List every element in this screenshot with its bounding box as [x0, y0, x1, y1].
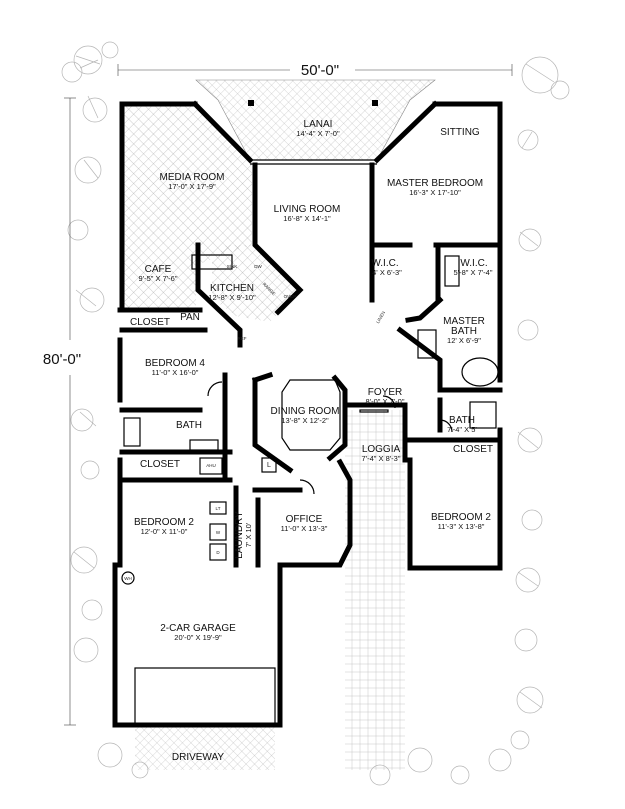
laundry-size: 7' X 10': [244, 522, 253, 547]
kitchen-floor: [212, 245, 300, 322]
bedroom2-left-name: BEDROOM 2: [134, 517, 194, 528]
shrub-cluster-left: [61, 41, 119, 663]
l-label: L: [267, 462, 271, 469]
ref-label: REF: [238, 336, 247, 341]
lt-label: LT: [216, 506, 221, 511]
laundry-name: LAUNDRY: [234, 511, 245, 559]
wic-right-size: 5'-8" X 7'-4": [453, 268, 492, 277]
exterior-walls: [112, 100, 503, 728]
wic-left-size: 4' X 6'-3": [372, 268, 402, 277]
wh-label: WH: [124, 576, 132, 581]
landscaping: [61, 41, 570, 786]
interior-walls: [117, 162, 503, 568]
lt-box: [209, 501, 227, 515]
driveway-name: DRIVEWAY: [172, 752, 225, 763]
closet-left-name: CLOSET: [140, 459, 180, 470]
linen-label: LINEN: [375, 310, 386, 324]
fixtures: SINK DW OVEN RANGE REF AHU LT W D WH LIN…: [121, 100, 499, 726]
garage-size: 20'-0" X 19'-9": [174, 633, 222, 642]
garage-door: [134, 667, 276, 726]
water-heater: [121, 571, 135, 585]
overall-depth-label: 80'-0": [43, 351, 81, 368]
overall-width-label: 50'-0": [301, 62, 339, 79]
closet-cafe-name: CLOSET: [130, 317, 170, 328]
lanai-name: LANAI: [304, 119, 333, 130]
media-room-size: 17'-0" X 17'-9": [168, 182, 216, 191]
shrub-cluster-front: [97, 742, 512, 786]
dining-room-name: DINING ROOM: [271, 406, 340, 417]
master-bedroom-size: 16'-3" X 17'-10": [409, 188, 461, 197]
bedroom2-right-name: BEDROOM 2: [431, 512, 491, 523]
loggia-floor: [345, 410, 405, 475]
loggia-name: LOGGIA: [362, 444, 401, 455]
oven-label: OVEN: [284, 294, 297, 299]
wic-shelf: [444, 255, 460, 287]
door-swing-bed4: [207, 381, 223, 397]
sitting-name: SITTING: [440, 127, 480, 138]
bath-right-size: 7'-4" X 5': [447, 425, 477, 434]
closet-right-name: CLOSET: [453, 444, 493, 455]
bedroom4-name: BEDROOM 4: [145, 358, 205, 369]
master-shower: [417, 329, 437, 359]
garage-name: 2-CAR GARAGE: [160, 623, 236, 634]
tub-left: [123, 417, 141, 447]
cafe-name: CAFE: [145, 264, 172, 275]
foyer-size: 8'-0" X 7'-0": [365, 397, 404, 406]
lanai-column-left: [248, 100, 254, 106]
floor-finishes: [122, 79, 436, 770]
kitchen-size: 12'-8" X 9'-10": [208, 293, 256, 302]
door-swing-office: [299, 479, 315, 495]
wic-left-name: W.I.C.: [371, 258, 398, 269]
dining-ceiling: [281, 379, 341, 451]
master-bath-name2: BATH: [451, 326, 477, 337]
dryer-label: D: [216, 550, 220, 555]
foyer-door: [359, 409, 389, 413]
office-name: OFFICE: [286, 514, 323, 525]
bedroom4-size: 11'-0" X 16'-0": [152, 368, 199, 377]
media-room-name: MEDIA ROOM: [159, 172, 224, 183]
bath-left-name: BATH: [176, 420, 202, 431]
kitchen-name: KITCHEN: [210, 283, 254, 294]
bedroom2-left-size: 12'-0" X 11'-0": [141, 527, 188, 536]
bedroom2-right-size: 11'-3" X 13'-8": [438, 522, 485, 531]
bath-right-name: BATH: [449, 415, 475, 426]
dimension-lines: [64, 64, 513, 726]
sink-label: SINK: [227, 264, 238, 269]
lanai-size: 14'-4" X 7'-0": [296, 129, 340, 138]
ahu-box: [199, 457, 223, 475]
door-swing-foyer: [382, 395, 396, 409]
driveway-floor: [135, 725, 275, 770]
cafe-size: 9'-5" X 7'-6": [138, 274, 177, 283]
pan-name: PAN: [180, 312, 200, 323]
shrub-cluster-right: [510, 56, 570, 750]
dryer-box: [209, 543, 227, 561]
room-labels: LANAI 14'-4" X 7'-0" SITTING MEDIA ROOM …: [130, 119, 493, 763]
office-size: 11'-0" X 13'-3": [281, 524, 328, 533]
door-swing-bath2: [439, 419, 453, 433]
living-room-size: 16'-8" X 14'-1": [283, 214, 331, 223]
washer-label: W: [216, 530, 221, 535]
foyer-name: FOYER: [368, 387, 402, 398]
master-bath-name: MASTER: [443, 316, 485, 327]
master-bedroom-name: MASTER BEDROOM: [387, 178, 483, 189]
l-box: [261, 457, 277, 473]
vanity-left: [189, 439, 219, 451]
dw-label: DW: [254, 264, 262, 269]
loggia-size: 7'-4" X 8'-3": [361, 454, 400, 463]
lanai-column-right: [372, 100, 378, 106]
master-tub: [461, 357, 499, 387]
ahu-label: AHU: [206, 463, 216, 468]
walkway-floor: [345, 475, 405, 770]
media-cafe-floor: [122, 104, 252, 310]
dining-room-size: 13'-8" X 12'-2": [281, 416, 329, 425]
living-room-name: LIVING ROOM: [274, 204, 341, 215]
master-bath-size: 12' X 6'-9": [447, 336, 481, 345]
wic-right-name: W.I.C.: [460, 258, 487, 269]
washer-box: [209, 523, 227, 541]
tub-right: [469, 401, 497, 429]
kitchen-sink-counter: [191, 254, 233, 270]
